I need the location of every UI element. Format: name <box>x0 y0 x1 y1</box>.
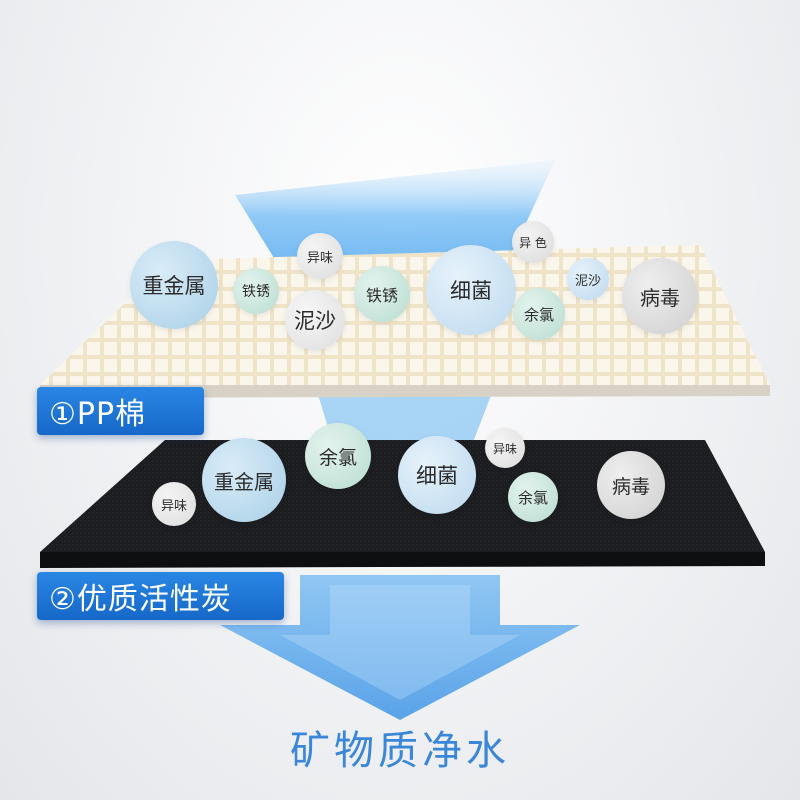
contaminant-bubble: 异味 <box>152 482 196 526</box>
contaminant-bubble: 余氯 <box>513 288 565 340</box>
contaminant-bubble: 细菌 <box>398 436 476 514</box>
contaminant-bubble: 异味 <box>485 428 525 468</box>
output-caption: 矿物质净水 <box>290 728 510 774</box>
layer-label-text: ①PP棉 <box>49 397 147 432</box>
contaminant-bubble: 病毒 <box>622 258 698 334</box>
downward-arrow-icon <box>220 575 580 720</box>
contaminant-bubble: 重金属 <box>202 438 286 522</box>
contaminant-bubble: 铁锈 <box>354 266 410 322</box>
layer-label-pp-cotton: ①PP棉 <box>37 387 204 435</box>
contaminant-bubble: 泥沙 <box>567 258 609 300</box>
layer-label-activated-carbon: ②优质活性炭 <box>37 572 284 620</box>
contaminant-bubble: 泥沙 <box>285 290 345 350</box>
contaminant-bubble: 余氯 <box>305 423 371 489</box>
contaminant-bubble: 余氯 <box>508 472 558 522</box>
contaminant-bubble: 重金属 <box>130 241 218 329</box>
contaminant-bubble: 异 色 <box>512 221 554 263</box>
contaminant-bubble: 细菌 <box>426 245 516 335</box>
contaminant-bubble: 异味 <box>297 233 343 279</box>
contaminant-bubble: 病毒 <box>597 451 665 519</box>
layer-label-text: ②优质活性炭 <box>49 582 232 617</box>
contaminant-bubble: 铁锈 <box>233 268 279 314</box>
